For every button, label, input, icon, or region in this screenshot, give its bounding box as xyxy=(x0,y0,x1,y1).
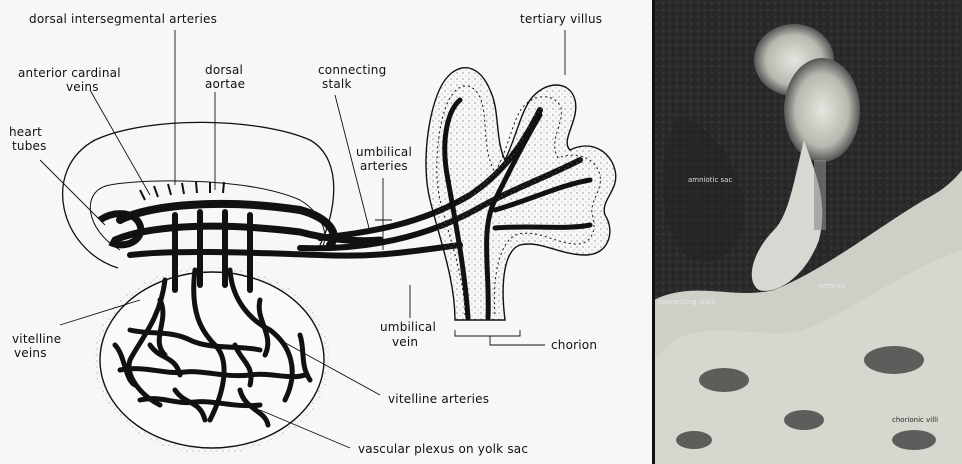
label-vitelline-arteries: vitelline arteries xyxy=(388,392,489,406)
label-amniotic-sac: amniotic sac xyxy=(688,176,732,184)
label-chorionic-villi: chorionic villi xyxy=(892,416,938,424)
label-embryo: embryo xyxy=(818,282,845,290)
label-stalk: stalk xyxy=(322,77,352,91)
embryo-circulation-diagram: dorsal intersegmental arteries tertiary … xyxy=(0,0,654,464)
label-dorsal-intersegmental-arteries: dorsal intersegmental arteries xyxy=(29,12,217,26)
label-vein: vein xyxy=(392,335,418,349)
label-connecting: connecting xyxy=(318,63,386,77)
label-chorion: chorion xyxy=(551,338,597,352)
label-veins-vitelline: veins xyxy=(14,346,47,360)
label-vascular-plexus: vascular plexus on yolk sac xyxy=(358,442,528,456)
embryo-micrograph: amniotic sac connecting stalk embryo cho… xyxy=(654,0,962,464)
micrograph-image xyxy=(654,0,962,464)
label-umbilical-arteries-1: umbilical xyxy=(356,145,412,159)
label-umbilical-vein-1: umbilical xyxy=(380,320,436,334)
label-tertiary-villus: tertiary villus xyxy=(520,12,602,26)
label-veins-cardinal: veins xyxy=(66,80,99,94)
label-tubes: tubes xyxy=(12,139,47,153)
label-dorsal: dorsal xyxy=(205,63,243,77)
label-arteries: arteries xyxy=(360,159,408,173)
intersegmental-ticks xyxy=(140,182,224,200)
label-aortae: aortae xyxy=(205,77,245,91)
label-anterior-cardinal: anterior cardinal xyxy=(18,66,121,80)
label-vitelline: vitelline xyxy=(12,332,61,346)
label-heart: heart xyxy=(9,125,42,139)
label-connecting-stalk-photo: connecting stalk xyxy=(658,298,716,306)
panel-divider xyxy=(652,0,655,464)
